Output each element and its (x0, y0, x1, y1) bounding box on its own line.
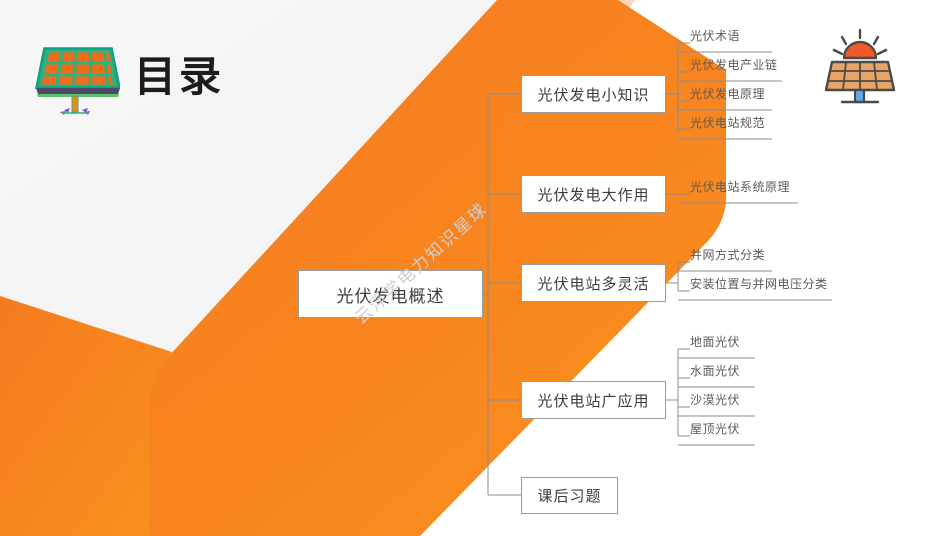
mindmap-leaf-1-2[interactable]: 光伏发电产业链 (690, 58, 778, 72)
mindmap-leaf-2-1[interactable]: 光伏电站系统原理 (690, 180, 791, 194)
page-title: 目录 (134, 52, 225, 101)
mindmap-leaf-3-1[interactable]: 并网方式分类 (690, 248, 766, 262)
corner-solar-icon-wrapper (818, 24, 902, 113)
mindmap-branch-label-1: 光伏发电小知识 (537, 85, 650, 104)
mindmap-leaf-1-3[interactable]: 光伏发电原理 (690, 87, 766, 101)
mindmap-leaf-1-1[interactable]: 光伏术语 (690, 29, 741, 43)
mindmap-branch-node-2[interactable]: 光伏发电大作用 (521, 175, 666, 213)
mindmap-root-node[interactable]: 光伏发电概述 (298, 270, 483, 318)
mindmap-leaf-4-4[interactable]: 屋顶光伏 (690, 422, 741, 436)
mindmap-branch-node-3[interactable]: 光伏电站多灵活 (521, 264, 666, 302)
mindmap-leaf-4-3[interactable]: 沙漠光伏 (690, 393, 741, 407)
mindmap-leaf-1-4[interactable]: 光伏电站规范 (690, 116, 766, 130)
white-cut-right (426, 0, 950, 536)
mindmap-branch-label-2: 光伏发电大作用 (537, 185, 650, 204)
mindmap-branch-node-4[interactable]: 光伏电站广应用 (521, 381, 666, 419)
mindmap-branch-label-3: 光伏电站多灵活 (537, 274, 650, 293)
orange-left-wedge (0, 296, 172, 536)
solar-panel-sun-icon (824, 28, 896, 104)
solar-panel-icon (35, 47, 120, 115)
slide-header: 目录 (28, 38, 224, 116)
orange-main-shape (150, 0, 726, 536)
mindmap-branch-node-1[interactable]: 光伏发电小知识 (521, 75, 666, 113)
grey-band (0, 0, 520, 390)
mindmap-branch-node-5[interactable]: 课后习题 (521, 477, 618, 514)
mindmap-branch-label-4: 光伏电站广应用 (537, 391, 650, 410)
mindmap-leaf-4-2[interactable]: 水面光伏 (690, 364, 741, 378)
mindmap-branch-label-5: 课后习题 (537, 487, 602, 505)
mindmap-leaf-4-1[interactable]: 地面光伏 (690, 335, 741, 349)
mindmap-root-label: 光伏发电概述 (336, 286, 445, 307)
mindmap-leaf-3-2[interactable]: 安装位置与并网电压分类 (690, 277, 828, 291)
